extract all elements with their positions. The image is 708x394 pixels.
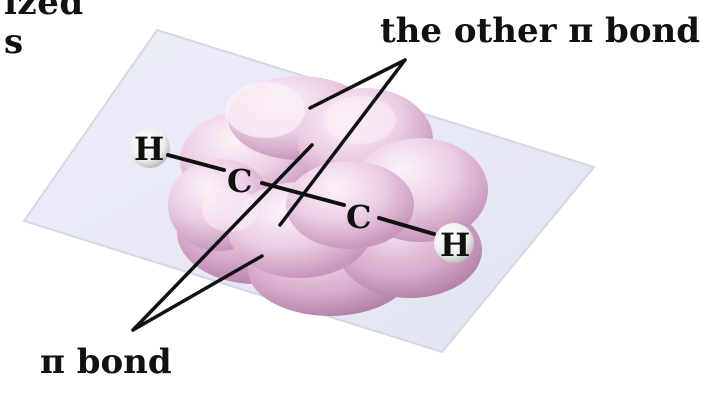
atom-labels: H C C H [134, 130, 470, 264]
cropped-label-left: s [4, 22, 24, 62]
atom-c-right: C [346, 198, 371, 236]
cropped-label-top: ized [4, 0, 84, 23]
pi-electron-cloud [168, 76, 488, 316]
atom-h-left: H [134, 130, 164, 168]
label-pi-bond: π bond [40, 342, 172, 382]
label-the-other-pi-bond: the other π bond [379, 11, 700, 51]
atom-c-left: C [227, 162, 252, 200]
atom-h-right: H [440, 226, 470, 264]
pointer-lines [131, 58, 407, 332]
hydrogen-sphere-left [130, 128, 170, 168]
hydrogen-sphere-right [434, 223, 474, 263]
